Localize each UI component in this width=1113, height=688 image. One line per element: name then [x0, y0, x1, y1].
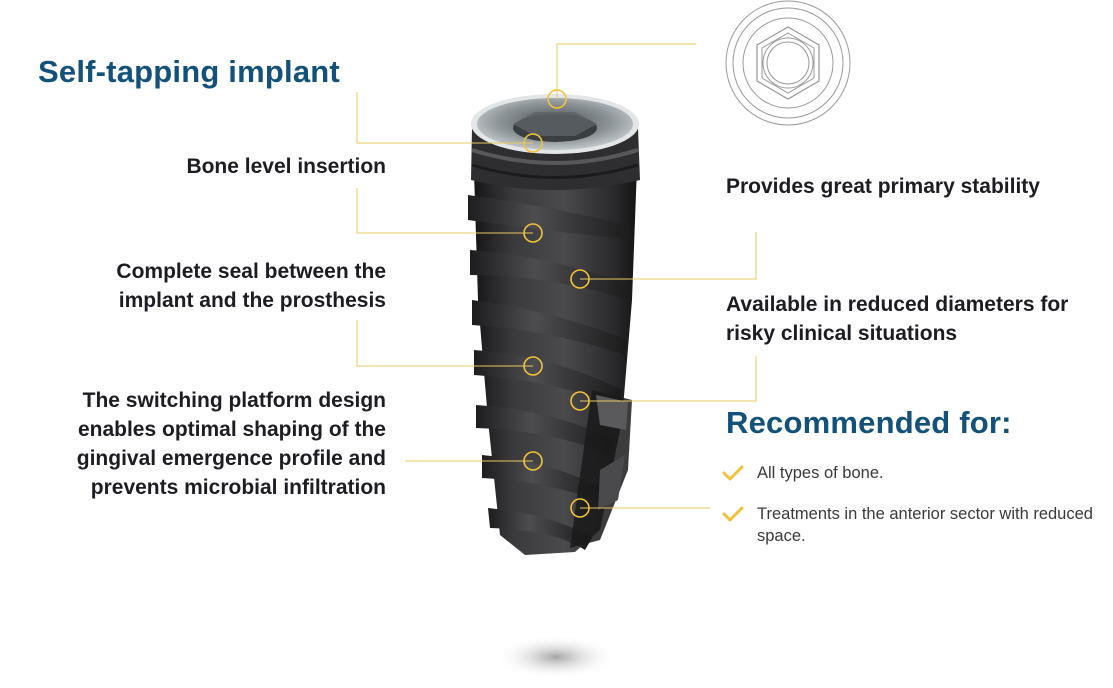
marker-top	[547, 89, 567, 109]
implant-threads	[468, 195, 633, 550]
list-item: All types of bone.	[722, 462, 1102, 484]
marker-emergence	[523, 451, 543, 471]
recommended-title: Recommended for:	[726, 405, 1012, 440]
feature-complete-seal: Complete seal between the implant and th…	[116, 260, 386, 312]
recommended-item-label: Treatments in the anterior sector with r…	[757, 505, 1093, 545]
marker-bone-level	[523, 133, 543, 153]
recommended-item-label: All types of bone.	[757, 464, 884, 482]
hex-connection-diagram	[725, 0, 851, 126]
marker-apex	[570, 498, 590, 518]
marker-switching	[523, 356, 543, 376]
check-icon	[722, 506, 744, 522]
implant-shadow	[496, 635, 616, 679]
feature-markers	[523, 89, 590, 518]
feature-reduced-diameters: Available in reduced diameters for risky…	[726, 293, 1069, 345]
marker-stability	[570, 269, 590, 289]
marker-diameters	[570, 391, 590, 411]
feature-bone-level: Bone level insertion	[186, 155, 386, 178]
connector-lines	[356, 43, 757, 509]
marker-seal	[523, 223, 543, 243]
feature-switching-platform: The switching platform design enables op…	[76, 389, 386, 499]
list-item: Treatments in the anterior sector with r…	[722, 503, 1102, 547]
recommended-list: All types of bone. Treatments in the ant…	[722, 462, 1102, 566]
check-icon	[722, 465, 744, 481]
feature-primary-stability: Provides great primary stability	[726, 175, 1040, 198]
page-title: Self-tapping implant	[38, 54, 340, 89]
